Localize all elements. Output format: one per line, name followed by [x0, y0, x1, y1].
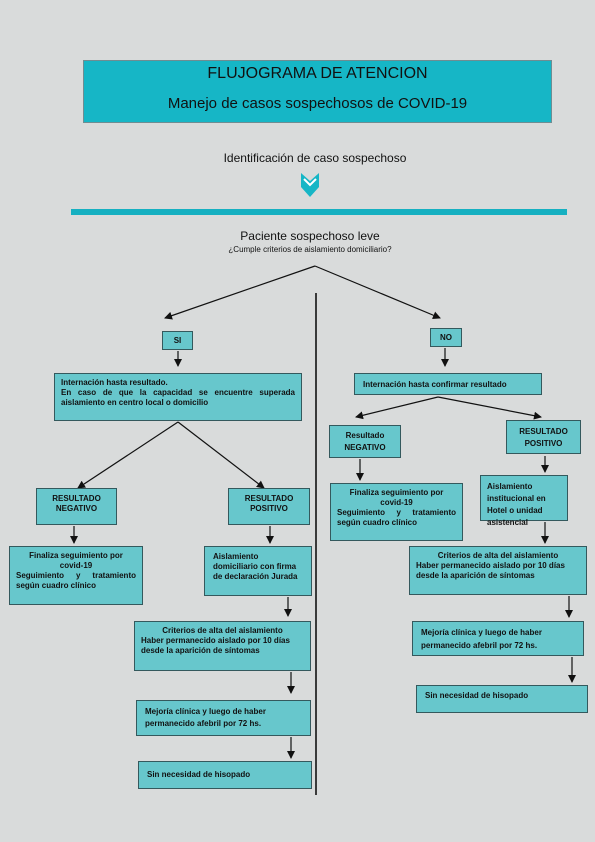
- left-negativo-box: RESULTADO NEGATIVO: [36, 488, 117, 525]
- right-finaliza-line2: covid-19: [380, 498, 413, 507]
- right-positivo-line1: RESULTADO: [519, 427, 568, 436]
- left-positivo-line1: RESULTADO: [244, 494, 294, 503]
- right-criterios-box: Criterios de alta del aislamiento Haber …: [409, 546, 587, 595]
- no-label: NO: [430, 328, 462, 347]
- right-negativo-line1: Resultado: [345, 431, 385, 440]
- right-criterios-text: Haber permanecido aislado por 10 días de…: [416, 561, 565, 580]
- right-positivo-box: RESULTADO POSITIVO: [506, 420, 581, 454]
- internacion-resultado-line2: En caso de que la capacidad se encuentre…: [61, 388, 295, 407]
- right-finaliza-line3: Seguimiento y tratamiento según cuadro c…: [337, 508, 456, 527]
- left-positivo-line2: POSITIVO: [250, 504, 288, 513]
- right-negativo-line2: NEGATIVO: [344, 443, 386, 452]
- right-positivo-line2: POSITIVO: [524, 439, 563, 448]
- question-subtitle: ¿Cumple criterios de aislamiento domicil…: [228, 245, 392, 254]
- left-positivo-box: RESULTADO POSITIVO: [228, 488, 310, 525]
- left-criterios-title: Criterios de alta del aislamiento: [162, 626, 283, 635]
- internacion-confirmar-box: Internación hasta confirmar resultado: [354, 373, 542, 395]
- left-criterios-text: Haber permanecido aislado por 10 días de…: [141, 636, 290, 655]
- internacion-resultado-line1: Internación hasta resultado.: [61, 378, 168, 387]
- right-criterios-title: Criterios de alta del aislamiento: [437, 551, 559, 560]
- left-finaliza-box: Finaliza seguimiento por covid-19 Seguim…: [9, 546, 143, 605]
- aislamiento-institucional-box: Aislamiento institucional en Hotel o uni…: [480, 475, 568, 527]
- page-title: FLUJOGRAMA DE ATENCION: [207, 65, 428, 82]
- internacion-resultado-box: Internación hasta resultado. En caso de …: [54, 373, 302, 421]
- left-hisopado-box: Sin necesidad de hisopado: [138, 761, 312, 789]
- right-mejoria-box: Mejoría clínica y luego de haber permane…: [412, 621, 584, 656]
- question-title: Paciente sospechoso leve: [240, 229, 380, 243]
- left-mejoria-box: Mejoría clínica y luego de haber permane…: [136, 700, 311, 736]
- identification-label: Identificación de caso sospechoso: [223, 151, 407, 165]
- right-finaliza-box: Finaliza seguimiento por covid-19 Seguim…: [330, 483, 463, 541]
- left-criterios-box: Criterios de alta del aislamiento Haber …: [134, 621, 311, 671]
- left-finaliza-line2: covid-19: [59, 561, 93, 570]
- si-label: SI: [162, 331, 193, 350]
- right-hisopado-box: Sin necesidad de hisopado: [416, 685, 588, 713]
- aislamiento-domiciliario-box: Aislamiento domiciliario con firma de de…: [204, 546, 312, 596]
- page-subtitle: Manejo de casos sospechosos de COVID-19: [167, 95, 468, 112]
- right-finaliza-line1: Finaliza seguimiento por: [349, 488, 444, 497]
- left-finaliza-line3: Seguimiento y tratamiento según cuadro c…: [16, 571, 136, 590]
- left-negativo-line1: RESULTADO: [52, 494, 101, 503]
- section-divider: [71, 209, 567, 215]
- chevron-down-icon: [301, 173, 319, 197]
- left-finaliza-line1: Finaliza seguimiento por: [29, 551, 123, 560]
- right-negativo-box: Resultado NEGATIVO: [329, 425, 401, 458]
- left-negativo-line2: NEGATIVO: [55, 504, 98, 513]
- header-banner: FLUJOGRAMA DE ATENCION Manejo de casos s…: [83, 60, 552, 123]
